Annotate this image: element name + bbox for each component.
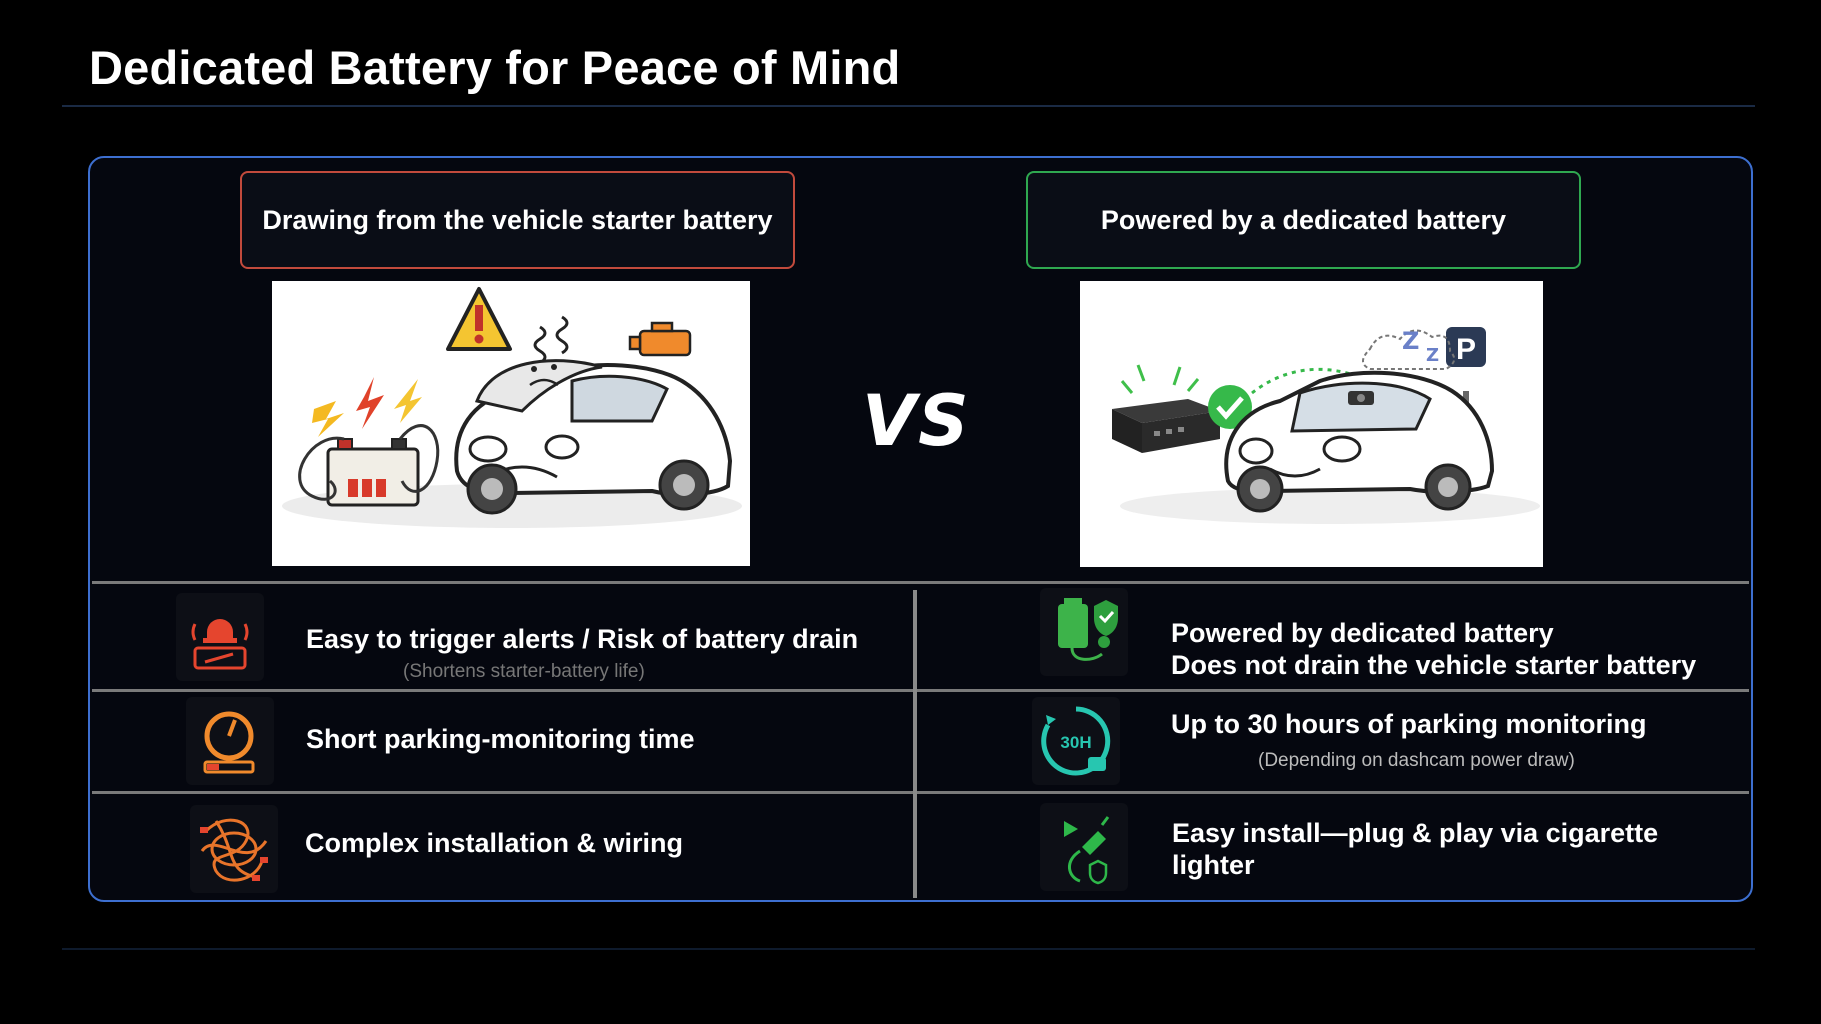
cigarette-plug-icon (1040, 803, 1128, 891)
right-feature-1-text2: Does not drain the vehicle starter batte… (1171, 650, 1697, 680)
vs-label: VS (862, 380, 971, 462)
check-engine-icon (628, 321, 692, 357)
svg-text:Z: Z (1426, 345, 1439, 366)
left-feature-3-text: Complex installation & wiring (305, 828, 684, 858)
right-feature-3-text: Easy install—plug & play via cigarette (1172, 818, 1659, 848)
right-feature-2-subtext: (Depending on dashcam power draw) (1258, 750, 1575, 771)
page-title: Dedicated Battery for Peace of Mind (89, 41, 901, 94)
stressed-car-illustration (272, 281, 750, 566)
dedicated-battery-label: Powered by a dedicated battery (1026, 171, 1581, 269)
happy-car-illustration: P Z Z (1080, 281, 1543, 567)
table-divider-vertical (913, 590, 917, 898)
table-divider-row2 (92, 791, 1749, 794)
left-feature-2-text: Short parking-monitoring time (306, 724, 695, 754)
svg-text:Z: Z (1402, 327, 1419, 355)
left-feature-1-text: Easy to trigger alerts / Risk of battery… (306, 624, 859, 654)
table-divider-row1 (92, 689, 1749, 692)
car-battery-icon (326, 438, 420, 507)
30h-timer-icon: 30H (1032, 697, 1120, 785)
shield-battery-icon (1040, 588, 1128, 676)
right-feature-2-text: Up to 30 hours of parking monitoring (1171, 709, 1647, 739)
battery-pack-icon (1112, 399, 1220, 453)
left-feature-1-subtext: (Shortens starter-battery life) (403, 661, 645, 682)
table-divider-top (92, 581, 1749, 584)
bottom-divider (62, 948, 1755, 950)
right-feature-3-text2: lighter (1172, 850, 1255, 880)
parking-sign-letter: P (1456, 333, 1476, 366)
warning-icon (446, 287, 512, 351)
low-battery-gauge-icon (186, 697, 274, 785)
title-divider (62, 105, 1755, 107)
30h-text: 30H (1060, 733, 1091, 752)
tangled-wires-icon (190, 805, 278, 893)
right-feature-1-text: Powered by dedicated battery (1171, 618, 1554, 648)
alarm-battery-icon (176, 593, 264, 681)
starter-battery-label: Drawing from the vehicle starter battery (240, 171, 795, 269)
check-icon (1208, 385, 1252, 429)
